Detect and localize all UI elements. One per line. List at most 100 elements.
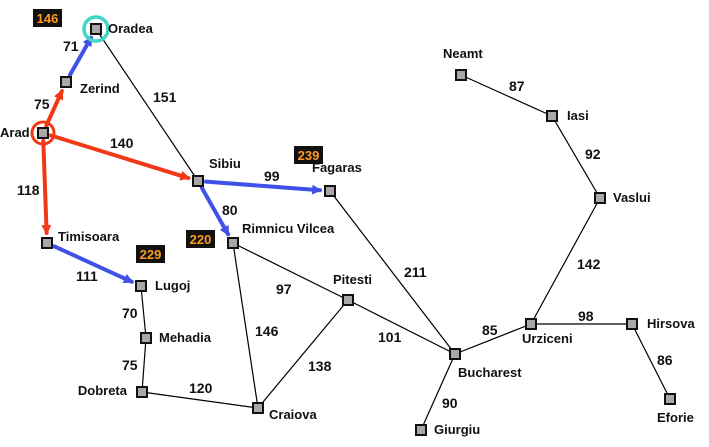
city-label-vaslui: Vaslui bbox=[613, 190, 651, 205]
road-zerind-arad-expanded bbox=[44, 89, 64, 128]
city-node-vaslui[interactable] bbox=[594, 192, 606, 204]
selected-node-ring bbox=[82, 15, 110, 43]
road-dobreta-craiova bbox=[141, 391, 259, 409]
road-sibiu-rimnicu-frontier bbox=[199, 185, 231, 237]
road-sibiu-fagaras-frontier bbox=[203, 179, 323, 195]
cost-badges: 146 239 220 229 bbox=[33, 9, 323, 263]
city-node-hirsova[interactable] bbox=[626, 318, 638, 330]
road-craiova-pitesti bbox=[257, 299, 349, 409]
road-oradea-sibiu bbox=[95, 28, 199, 182]
cost-badge-bg bbox=[294, 146, 323, 164]
distance-label-hirsova-eforie: 86 bbox=[657, 352, 673, 368]
road-urziceni-vaslui bbox=[530, 197, 601, 325]
city-node-urziceni[interactable] bbox=[525, 318, 537, 330]
cost-badge-value: 146 bbox=[37, 11, 59, 26]
road-arad-sibiu-expanded bbox=[48, 133, 191, 181]
road-oradea-zerind-frontier bbox=[67, 35, 94, 78]
city-node-fagaras[interactable] bbox=[324, 185, 336, 197]
city-label-hirsova: Hirsova bbox=[647, 316, 695, 331]
city-node-iasi[interactable] bbox=[546, 110, 558, 122]
distance-label-vaslui-iasi: 92 bbox=[585, 146, 601, 162]
city-node-sibiu[interactable] bbox=[192, 175, 204, 187]
distance-label-bucharest-giurgiu: 90 bbox=[442, 395, 458, 411]
cost-badge-value: 229 bbox=[140, 247, 162, 262]
road-rimnicu-pitesti bbox=[232, 242, 349, 301]
road-fagaras-bucharest bbox=[329, 190, 456, 355]
city-node-bucharest[interactable] bbox=[449, 348, 461, 360]
distance-label-arad-sibiu: 140 bbox=[110, 135, 134, 151]
distance-label-oradea-sibiu: 151 bbox=[153, 89, 177, 105]
distance-label-sibiu-fagaras: 99 bbox=[264, 168, 280, 184]
city-label-lugoj: Lugoj bbox=[155, 278, 190, 293]
road-vaslui-iasi bbox=[551, 115, 601, 199]
city-node-rimnicu-vilcea[interactable] bbox=[227, 237, 239, 249]
city-node-giurgiu[interactable] bbox=[415, 424, 427, 436]
distance-label-lugoj-mehadia: 70 bbox=[122, 305, 138, 321]
distance-label-fagaras-bucharest: 211 bbox=[404, 264, 427, 280]
city-label-bucharest: Bucharest bbox=[458, 365, 522, 380]
distance-label-rimnicu-craiova: 146 bbox=[255, 323, 279, 339]
distance-label-pitesti-bucharest: 101 bbox=[378, 329, 402, 345]
city-label-rimnicu-vilcea: Rimnicu Vilcea bbox=[242, 221, 335, 236]
road-timisoara-lugoj-frontier bbox=[52, 244, 134, 284]
city-label-oradea: Oradea bbox=[108, 21, 154, 36]
cost-badge-value: 239 bbox=[298, 148, 320, 163]
cost-badge-bg bbox=[33, 9, 62, 27]
distance-label-dobreta-craiova: 120 bbox=[189, 380, 213, 396]
city-label-giurgiu: Giurgiu bbox=[434, 422, 480, 437]
city-label-sibiu: Sibiu bbox=[209, 156, 241, 171]
distance-label-iasi-neamt: 87 bbox=[509, 78, 525, 94]
city-nodes bbox=[37, 23, 676, 436]
distance-label-mehadia-dobreta: 75 bbox=[122, 357, 138, 373]
distance-label-rimnicu-pitesti: 97 bbox=[276, 281, 292, 297]
city-label-iasi: Iasi bbox=[567, 108, 589, 123]
cost-badge-oradea: 146 bbox=[33, 9, 62, 27]
distance-label-bucharest-urziceni: 85 bbox=[482, 322, 498, 338]
road-bucharest-urziceni bbox=[454, 323, 532, 355]
cost-badge-lugoj: 229 bbox=[136, 245, 165, 263]
cost-badge-bg bbox=[186, 230, 215, 248]
city-node-oradea[interactable] bbox=[90, 23, 102, 35]
city-node-mehadia[interactable] bbox=[140, 332, 152, 344]
road-mehadia-dobreta bbox=[141, 337, 147, 393]
distance-label-oradea-zerind: 71 bbox=[63, 38, 79, 54]
city-labels: OradeaZerindAradTimisoaraLugojMehadiaDob… bbox=[0, 21, 695, 437]
city-node-eforie[interactable] bbox=[664, 393, 676, 405]
city-node-pitesti[interactable] bbox=[342, 294, 354, 306]
current-node-ring bbox=[30, 120, 56, 146]
distance-label-timisoara-lugoj: 111 bbox=[76, 268, 98, 284]
road-bucharest-giurgiu bbox=[420, 353, 456, 431]
distance-label-urziceni-hirsova: 98 bbox=[578, 308, 594, 324]
city-node-neamt[interactable] bbox=[455, 69, 467, 81]
distance-label-craiova-pitesti: 138 bbox=[308, 358, 332, 374]
cost-badge-fagaras: 239 bbox=[294, 146, 323, 164]
city-node-zerind[interactable] bbox=[60, 76, 72, 88]
road-lugoj-mehadia bbox=[140, 285, 147, 339]
city-node-lugoj[interactable] bbox=[135, 280, 147, 292]
city-node-timisoara[interactable] bbox=[41, 237, 53, 249]
road-arad-timisoara-expanded bbox=[41, 138, 52, 236]
city-label-pitesti: Pitesti bbox=[333, 272, 372, 287]
distance-label-zerind-arad: 75 bbox=[34, 96, 50, 112]
city-node-dobreta[interactable] bbox=[136, 386, 148, 398]
road-rimnicu-craiova bbox=[232, 242, 259, 409]
city-label-fagaras: Fagaras bbox=[312, 160, 362, 175]
road-distance-labels: 7115175140118111707512099809714613810121… bbox=[17, 38, 673, 411]
road-pitesti-bucharest bbox=[347, 299, 456, 355]
city-label-zerind: Zerind bbox=[80, 81, 120, 96]
city-label-neamt: Neamt bbox=[443, 46, 483, 61]
cost-badge-rimnicu: 220 bbox=[186, 230, 215, 248]
city-label-timisoara: Timisoara bbox=[58, 229, 120, 244]
city-label-eforie: Eforie bbox=[657, 410, 694, 425]
city-label-craiova: Craiova bbox=[269, 407, 317, 422]
city-label-arad: Arad bbox=[0, 125, 30, 140]
city-node-craiova[interactable] bbox=[252, 402, 264, 414]
city-label-mehadia: Mehadia bbox=[159, 330, 212, 345]
road-hirsova-eforie bbox=[631, 323, 671, 400]
city-node-arad[interactable] bbox=[37, 127, 49, 139]
road-iasi-neamt bbox=[460, 74, 553, 117]
cost-badge-bg bbox=[136, 245, 165, 263]
distance-label-arad-timisoara: 118 bbox=[17, 182, 40, 198]
city-label-dobreta: Dobreta bbox=[78, 383, 128, 398]
